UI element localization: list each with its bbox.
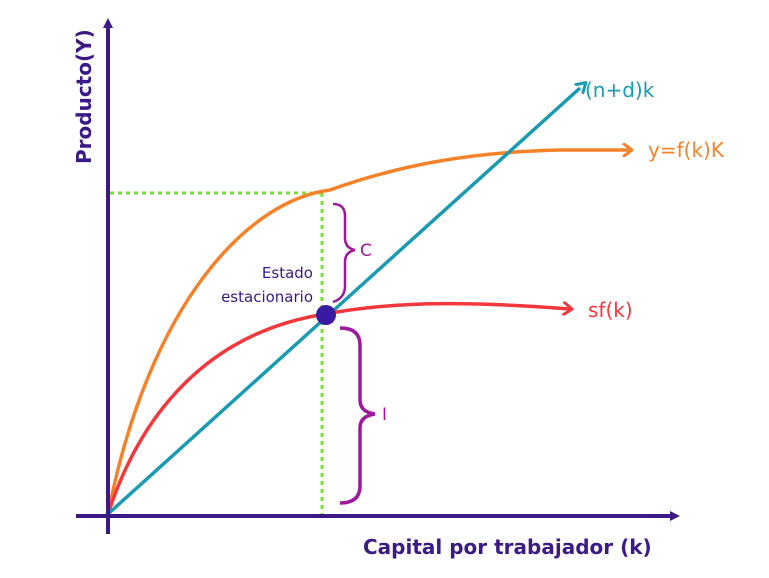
y-axis-title: Producto(Y) xyxy=(72,29,96,164)
savings-curve xyxy=(106,304,570,515)
investment-brace xyxy=(339,326,376,505)
savings-label: sf(k) xyxy=(588,298,633,322)
production-label: y=f(k)K xyxy=(648,138,725,162)
consumption-brace xyxy=(332,202,356,304)
steady-state-point xyxy=(316,305,336,325)
x-axis-title: Capital por trabajador (k) xyxy=(363,535,652,559)
investment-label: I xyxy=(382,405,387,425)
production-curve xyxy=(106,150,630,515)
steady-state-label-line1: Estado xyxy=(262,264,313,282)
steady-state-label-line2: estacionario xyxy=(221,288,313,306)
depreciation-line xyxy=(106,88,580,516)
depreciation-label: (n+d)k xyxy=(585,78,655,102)
consumption-label: C xyxy=(360,241,372,261)
